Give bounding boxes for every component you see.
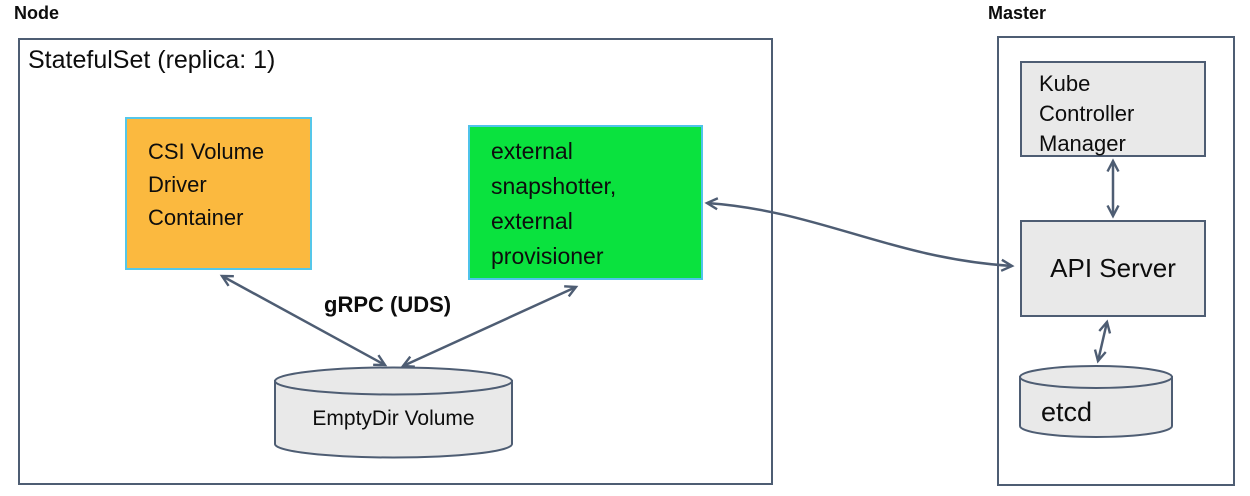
api-server-box: API Server <box>1020 220 1206 317</box>
master-zone-label: Master <box>988 3 1047 23</box>
emptydir-volume-label: EmptyDir Volume <box>312 407 475 430</box>
kube-controller-manager-box: Kube Controller Manager <box>1020 61 1206 157</box>
statefulset-title: StatefulSet (replica: 1) <box>28 46 276 74</box>
grpc-uds-label: gRPC (UDS) <box>324 292 452 317</box>
csi-volume-driver-container-box: CSI Volume Driver Container <box>125 117 312 270</box>
external-sidecars-box: external snapshotter, external provision… <box>468 125 703 280</box>
etcd-label: etcd <box>1041 397 1093 427</box>
node-zone-label: Node <box>14 3 59 23</box>
